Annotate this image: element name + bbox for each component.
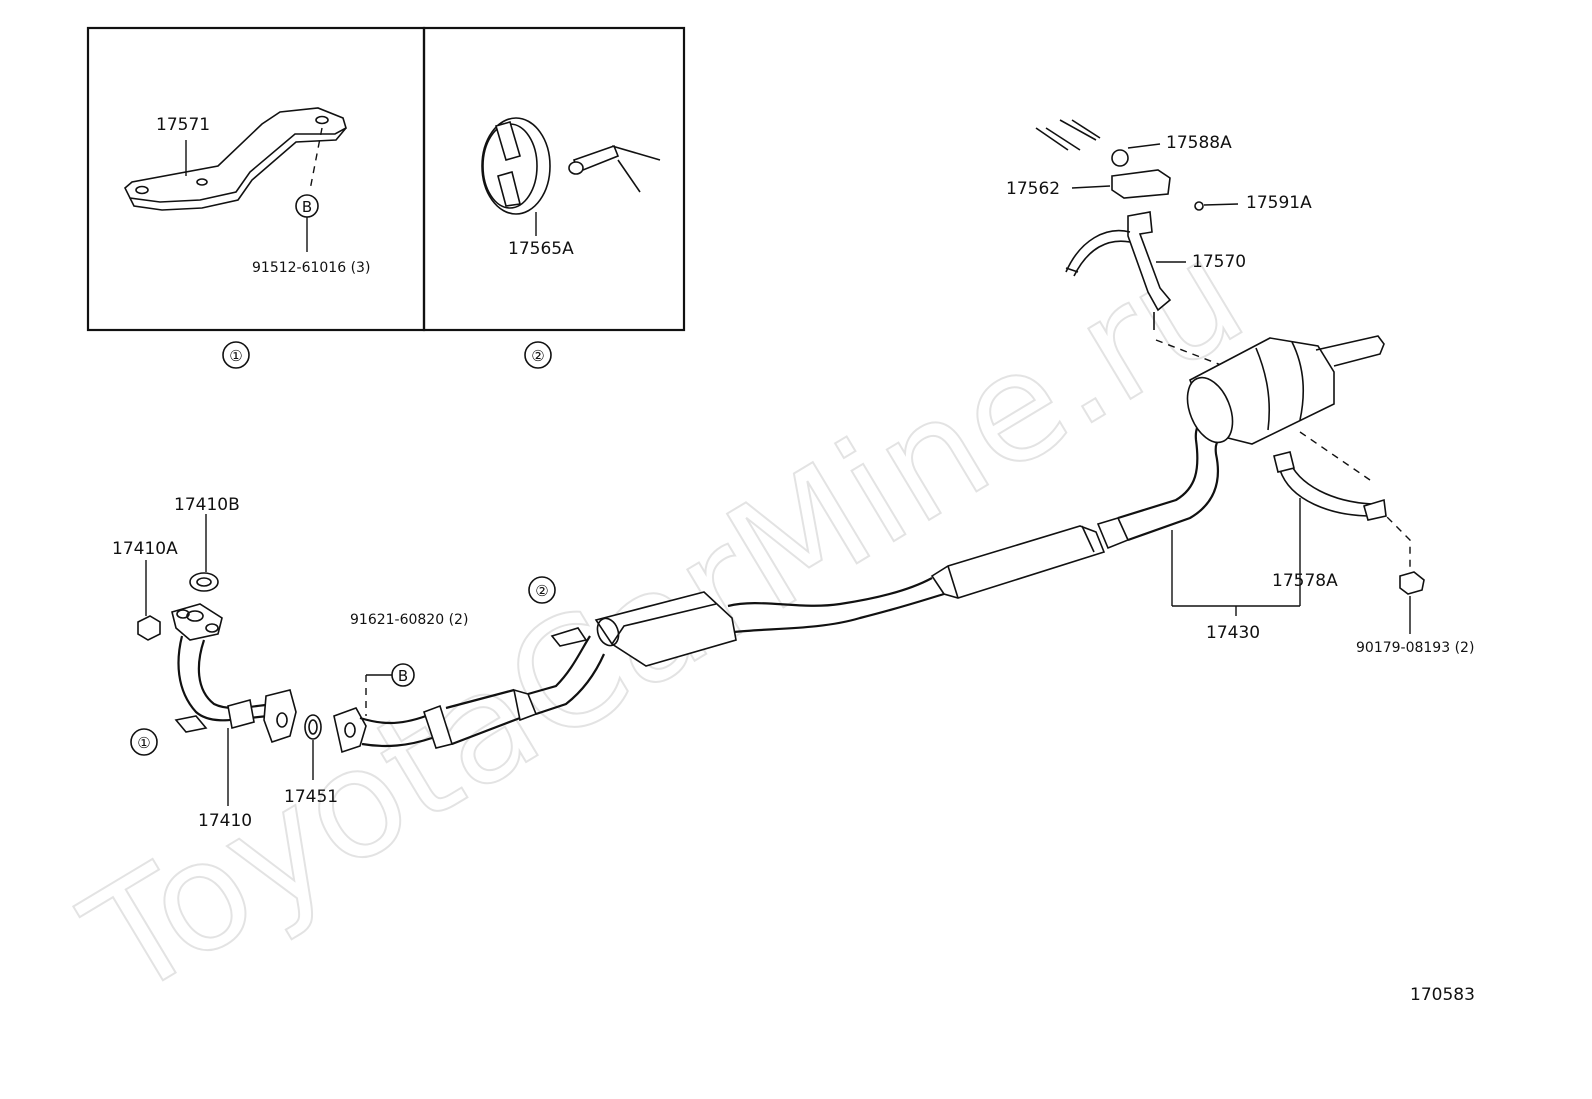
label-17565A: 17565A [508,239,574,259]
exhaust-pipe-drawing [137,335,1425,754]
leader-17430 [1171,498,1301,616]
label-91512-61016: 91512-61016 (3) [252,260,370,276]
bracket-17571-drawing [124,107,347,211]
inset-callout-1: ① [222,341,250,369]
label-17591A: 17591A [1246,193,1312,213]
inset-callout-2: ② [524,341,552,369]
leader-17562 [1071,185,1111,189]
label-17451: 17451 [284,787,338,807]
main-callout-2: ② [528,576,556,604]
inset-box-1 [86,26,426,332]
svg-text:②: ② [531,347,544,365]
label-91621-60820: 91621-60820 (2) [350,612,468,628]
leader-17588A [1127,143,1161,149]
label-17562: 17562 [1006,179,1060,199]
label-17570: 17570 [1192,252,1246,272]
label-17571: 17571 [156,115,210,135]
bolt-b-callout-inset: B [295,194,319,252]
svg-text:①: ① [137,734,150,752]
leader-17591A [1203,203,1239,206]
label-17410A: 17410A [112,539,178,559]
label-17588A: 17588A [1166,133,1232,153]
hanger-cluster-drawing [1035,119,1261,381]
hanger-17565A-drawing [481,117,661,215]
label-17410B: 17410B [174,495,240,515]
svg-text:B: B [302,198,312,216]
label-17430: 17430 [1206,623,1260,643]
label-17578A: 17578A [1272,571,1338,591]
main-callout-1: ① [130,728,158,756]
label-17410: 17410 [198,811,252,831]
bolt-b-callout-main: B [365,663,415,716]
label-90179-08193: 90179-08193 (2) [1356,640,1474,656]
diagram-code: 170583 [1410,985,1475,1005]
svg-text:①: ① [229,347,242,365]
svg-text:B: B [398,667,408,685]
svg-text:②: ② [535,582,548,600]
inset-box-2 [422,26,686,332]
